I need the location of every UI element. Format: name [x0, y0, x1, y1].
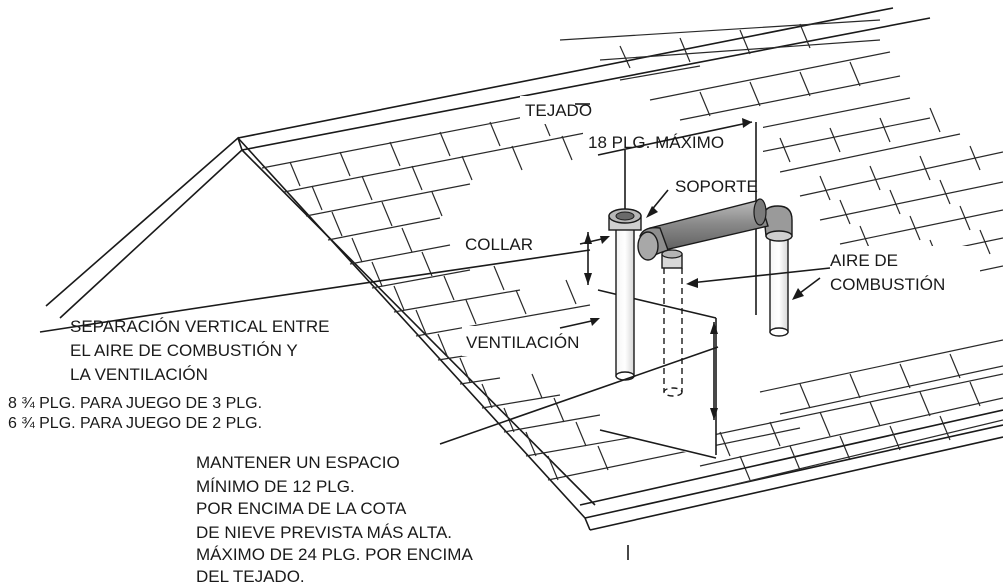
vent-pipe [615, 225, 635, 377]
label-separation-2: EL AIRE DE COMBUSTIÓN Y [70, 341, 298, 360]
label-kit-3in: 8 ¾ PLG. PARA JUEGO DE 3 PLG. [8, 395, 262, 412]
label-support: SOPORTE [675, 177, 758, 196]
label-max-18: 18 PLG. MÁXIMO [588, 133, 724, 152]
roof-outline [45, 7, 1003, 560]
label-separation-3: LA VENTILACIÓN [70, 365, 208, 384]
label-kit-2in: 6 ¾ PLG. PARA JUEGO DE 2 PLG. [8, 415, 262, 432]
label-clearance-4: DE NIEVE PREVISTA MÁS ALTA. [196, 523, 452, 542]
label-clearance-3: POR ENCIMA DE LA COTA [196, 499, 407, 518]
label-roof: TEJADO [525, 101, 592, 120]
label-clearance-2: MÍNIMO DE 12 PLG. [196, 477, 355, 496]
combustion-air-pipe [769, 231, 789, 333]
label-collar: COLLAR [465, 235, 533, 254]
label-clearance-5: MÁXIMO DE 24 PLG. POR ENCIMA [196, 545, 473, 564]
labels: TEJADO 18 PLG. MÁXIMO SOPORTE COLLAR AIR… [8, 101, 945, 586]
label-separation-1: SEPARACIÓN VERTICAL ENTRE [70, 317, 329, 336]
leader-lines [39, 103, 831, 445]
label-clearance-1: MANTENER UN ESPACIO [196, 453, 400, 472]
vent-pipe-assembly [608, 198, 793, 397]
label-combustion-air-2: COMBUSTIÓN [830, 275, 945, 294]
label-combustion-air-1: AIRE DE [830, 251, 898, 270]
label-clearance-6: DEL TEJADO. [196, 567, 305, 586]
label-vent: VENTILACIÓN [466, 333, 579, 352]
